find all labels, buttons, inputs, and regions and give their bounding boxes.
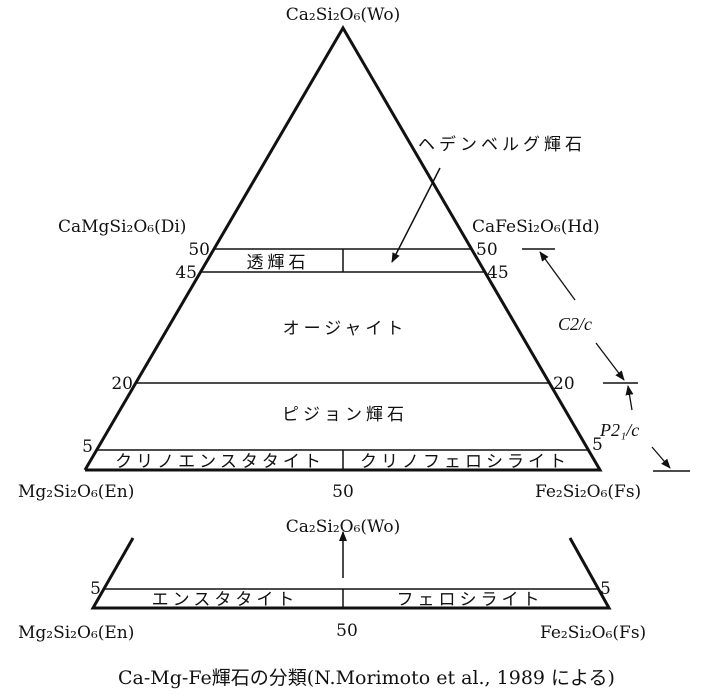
region-clinoenstatite: クリノエンスタタイト bbox=[115, 452, 325, 472]
caption: Ca-Mg-Fe輝石の分類(N.Morimoto et al., 1989 によ… bbox=[118, 667, 615, 689]
hedenbergite-arrow bbox=[391, 167, 441, 263]
tick-l45: 45 bbox=[175, 263, 197, 283]
p21c-arrow-up bbox=[625, 385, 634, 411]
en-label: Mg₂Si₂O₆(En) bbox=[18, 482, 134, 502]
di-label: CaMgSi₂O₆(Di) bbox=[58, 217, 186, 237]
tick-l20: 20 bbox=[111, 374, 133, 394]
lower-outline bbox=[90, 537, 612, 610]
tick-r50: 50 bbox=[476, 240, 498, 260]
region-diopside: 透輝石 bbox=[247, 253, 310, 273]
hedenbergite-label: ヘデンベルグ輝石 bbox=[418, 134, 586, 155]
lower-tick-l5: 5 bbox=[90, 579, 101, 599]
region-ferrosilite: フェロシライト bbox=[397, 590, 544, 610]
lower-wo-label: Ca₂Si₂O₆(Wo) bbox=[286, 517, 400, 537]
tick-l50: 50 bbox=[188, 240, 210, 260]
region-clinoferrosilite: クリノフェロシライト bbox=[360, 452, 570, 472]
c2c-arrow-up bbox=[539, 251, 576, 301]
base-mid-label: 50 bbox=[332, 482, 354, 502]
tick-r45: 45 bbox=[487, 263, 509, 283]
apex-label: Ca₂Si₂O₆(Wo) bbox=[286, 5, 400, 25]
c2c-label: C2/c bbox=[558, 314, 592, 334]
lower-fs-label: Fe₂Si₂O₆(Fs) bbox=[540, 623, 646, 643]
tick-r5: 5 bbox=[592, 435, 603, 455]
hd-label: CaFeSi₂O₆(Hd) bbox=[472, 217, 600, 237]
tick-l5: 5 bbox=[82, 437, 93, 457]
fs-label: Fe₂Si₂O₆(Fs) bbox=[535, 482, 641, 502]
p21c-label: P2₁/c bbox=[599, 420, 639, 440]
region-pigeonite: ピジョン輝石 bbox=[282, 405, 408, 425]
tick-r20: 20 bbox=[553, 374, 575, 394]
region-enstatite: エンスタタイト bbox=[152, 590, 299, 610]
region-augite: オージャイト bbox=[283, 319, 408, 339]
p21c-arrow-down bbox=[651, 446, 671, 469]
lower-tick-r5: 5 bbox=[600, 579, 611, 599]
lower-base-mid: 50 bbox=[336, 621, 358, 641]
c2c-arrow-down bbox=[595, 342, 625, 381]
lower-en-label: Mg₂Si₂O₆(En) bbox=[18, 623, 134, 643]
